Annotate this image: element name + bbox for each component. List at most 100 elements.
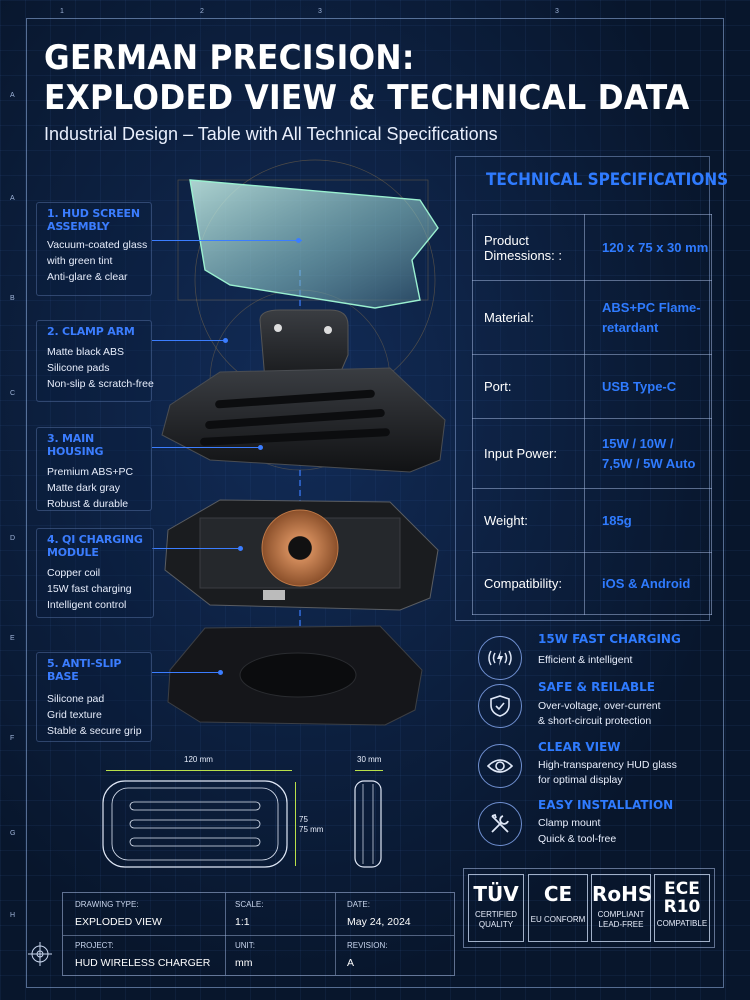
cert-rohs: RoHS COMPLIANT LEAD-FREE bbox=[591, 874, 653, 942]
ruler-mark: H bbox=[10, 912, 16, 919]
certification-panel bbox=[463, 868, 715, 948]
cert-mark: ECE R10 bbox=[663, 879, 701, 917]
leader-dot bbox=[296, 238, 301, 243]
leader-line bbox=[152, 548, 242, 549]
cert-tuv: TÜV CERTIFIED QUALITY bbox=[468, 874, 524, 942]
divider bbox=[63, 935, 454, 936]
top-view-drawing bbox=[102, 780, 288, 868]
feature-detail: Over-voltage, over-current bbox=[538, 700, 661, 712]
field-value: A bbox=[347, 957, 355, 969]
table-row: Product Dimessions: : 120 x 75 x 30 mm bbox=[472, 214, 712, 281]
part-detail: 15W fast charging bbox=[47, 583, 132, 595]
ruler-mark: B bbox=[10, 295, 15, 302]
cert-caption: COMPLIANT bbox=[597, 910, 645, 919]
dimension-line bbox=[295, 782, 296, 866]
housing-slot bbox=[205, 409, 385, 429]
feature-clear-view: CLEAR VIEW High-transparency HUD glass f… bbox=[474, 740, 714, 796]
part-detail: Grid texture bbox=[47, 709, 102, 721]
ruler-mark: A bbox=[10, 92, 15, 99]
dimension-height-mm: 75 mm bbox=[299, 825, 324, 834]
ruler-mark: A bbox=[10, 195, 15, 202]
spec-value: 120 x 75 x 30 mm bbox=[584, 214, 712, 281]
feature-safe-reliable: SAFE & REILABLE Over-voltage, over-curre… bbox=[474, 680, 714, 736]
part-detail: Premium ABS+PC bbox=[47, 466, 134, 478]
part-clamp-arm: 2. CLAMP ARM Matte black ABS Silicone pa… bbox=[36, 320, 154, 402]
feature-title: CLEAR VIEW bbox=[538, 740, 621, 754]
field-label: PROJECT: bbox=[75, 941, 114, 950]
drawing-type-cell: DRAWING TYPE: EXPLODED VIEW bbox=[75, 900, 162, 928]
feature-title: SAFE & REILABLE bbox=[538, 680, 655, 694]
revision-cell: REVISION: A bbox=[347, 941, 387, 969]
tools-icon bbox=[478, 802, 522, 846]
spec-value: USB Type-C bbox=[584, 354, 712, 419]
clamp-screw bbox=[274, 324, 282, 332]
spec-key: Product Dimessions: : bbox=[472, 214, 585, 281]
feature-detail: Efficient & intelligent bbox=[538, 654, 633, 666]
field-label: REVISION: bbox=[347, 941, 388, 950]
ruler-mark: F bbox=[10, 735, 15, 742]
spec-value: iOS & Android bbox=[584, 552, 712, 615]
ruler-mark: E bbox=[10, 635, 15, 642]
cert-mark: RoHS bbox=[592, 882, 653, 906]
part-detail: Anti-glare & clear bbox=[47, 271, 128, 283]
part-title: 3. MAIN HOUSING bbox=[47, 432, 104, 458]
feature-fast-charging: 15W FAST CHARGING Efficient & intelligen… bbox=[474, 632, 714, 688]
wireless-charging-icon bbox=[478, 636, 522, 680]
cert-caption: CERTIFIED bbox=[474, 910, 518, 919]
base-pad bbox=[239, 652, 357, 698]
spec-heading: TECHNICAL SPECIFICATIONS bbox=[486, 170, 729, 190]
side-view-drawing bbox=[354, 780, 382, 868]
part-detail: Copper coil bbox=[47, 567, 101, 579]
spec-key: Material: bbox=[472, 280, 585, 355]
ruler-mark: 2 bbox=[200, 8, 204, 15]
part-detail: Stable & secure grip bbox=[47, 725, 142, 737]
spec-table: Product Dimessions: : 120 x 75 x 30 mm M… bbox=[472, 214, 712, 615]
leader-dot bbox=[258, 445, 263, 450]
divider bbox=[335, 893, 336, 975]
spec-value: 15W / 10W / 7,5W / 5W Auto bbox=[584, 418, 712, 489]
feature-detail: & short-circuit protection bbox=[538, 715, 652, 727]
dimension-depth: 30 mm bbox=[357, 755, 382, 764]
page-subtitle: Industrial Design – Table with All Techn… bbox=[44, 124, 498, 144]
dimension-height: 75 bbox=[299, 815, 308, 824]
cert-caption: QUALITY bbox=[478, 920, 514, 929]
table-row: Input Power: 15W / 10W / 7,5W / 5W Auto bbox=[472, 418, 712, 489]
leader-line bbox=[152, 340, 227, 341]
ruler-mark: D bbox=[10, 535, 16, 542]
feature-detail: High-transparency HUD glass bbox=[538, 759, 677, 771]
leader-line bbox=[152, 447, 262, 448]
leader-line bbox=[152, 240, 302, 241]
field-label: SCALE: bbox=[235, 900, 264, 909]
spec-value: 185g bbox=[584, 488, 712, 553]
ruler-mark: G bbox=[10, 830, 16, 837]
feature-detail: Quick & tool-free bbox=[538, 833, 617, 845]
ruler-mark: 1 bbox=[60, 8, 64, 15]
title-block: DRAWING TYPE: EXPLODED VIEW SCALE: 1:1 D… bbox=[62, 892, 455, 976]
part-detail: Intelligent control bbox=[47, 599, 127, 611]
part-main-housing: 3. MAIN HOUSING Premium ABS+PC Matte dar… bbox=[36, 427, 152, 511]
clamp-screw bbox=[324, 326, 332, 334]
part-detail: Robust & durable bbox=[47, 498, 129, 510]
page-title: GERMAN PRECISION: EXPLODED VIEW & TECHNI… bbox=[44, 38, 690, 118]
date-cell: DATE: May 24, 2024 bbox=[347, 900, 411, 928]
part-title: 5. ANTI-SLIP BASE bbox=[47, 657, 122, 683]
copper-coil bbox=[261, 509, 339, 587]
cert-mark: CE bbox=[543, 882, 573, 906]
field-label: DATE: bbox=[347, 900, 370, 909]
part-detail: Matte black ABS bbox=[47, 346, 125, 358]
part-title: 2. CLAMP ARM bbox=[47, 325, 135, 338]
part-qi-module: 4. QI CHARGING MODULE Copper coil 15W fa… bbox=[36, 528, 154, 618]
eye-icon bbox=[478, 744, 522, 788]
project-cell: PROJECT: HUD WIRELESS CHARGER bbox=[75, 941, 210, 969]
part-anti-slip-base: 5. ANTI-SLIP BASE Silicone pad Grid text… bbox=[36, 652, 152, 742]
usb-port bbox=[263, 590, 285, 600]
dimension-line bbox=[355, 770, 383, 771]
crosshair-icon bbox=[28, 942, 52, 966]
table-row: Compatibility: iOS & Android bbox=[472, 552, 712, 615]
cert-caption: EU CONFORM bbox=[530, 915, 586, 924]
ruler-mark: 3 bbox=[318, 8, 322, 15]
drawing-frame bbox=[26, 18, 724, 988]
scale-cell: SCALE: 1:1 bbox=[235, 900, 263, 928]
part-detail: with green tint bbox=[47, 255, 113, 267]
spec-key: Input Power: bbox=[472, 418, 585, 489]
